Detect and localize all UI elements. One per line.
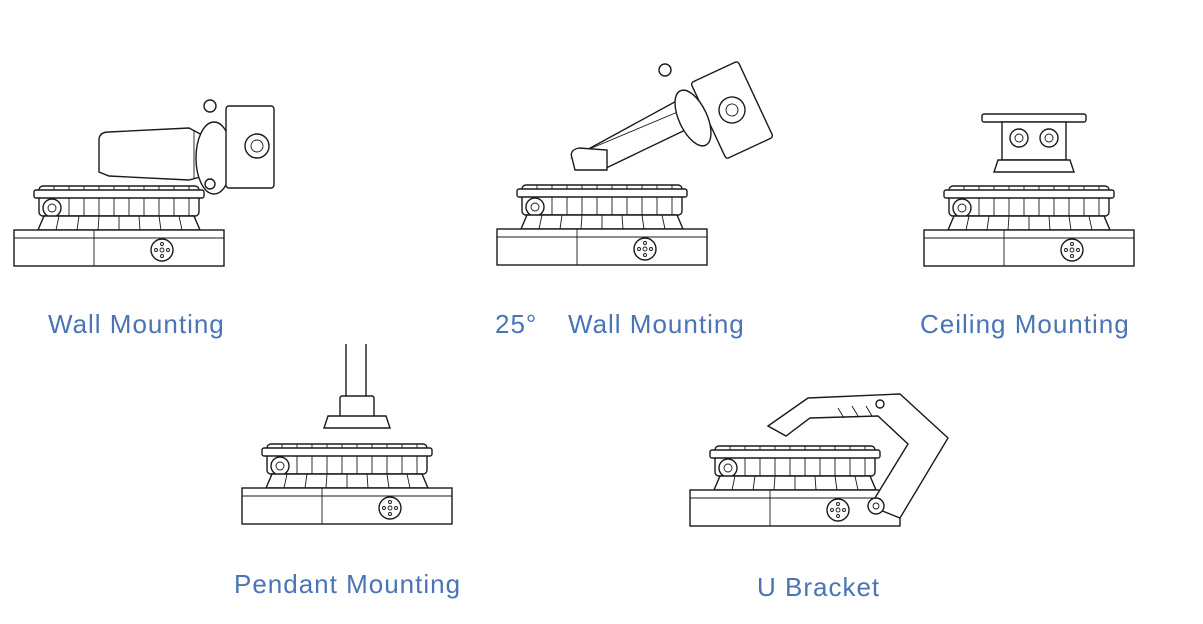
u-bracket-label: U Bracket [757,572,881,602]
ceiling-mounting-illustration [923,113,1135,267]
wall-mounting-illustration [13,99,275,267]
pendant-mounting-label: Pendant Mounting [234,569,462,599]
wall-mounting-25deg-illustration [496,61,774,266]
pendant-mounting-illustration [241,344,453,525]
ceiling-mounting-label: Ceiling Mounting [920,309,1130,339]
angle-label: 25° [495,309,538,339]
u-bracket-illustration [689,393,949,527]
wall-mounting-label: Wall Mounting [48,309,225,339]
wall-mounting-25deg-label: Wall Mounting [568,309,745,339]
